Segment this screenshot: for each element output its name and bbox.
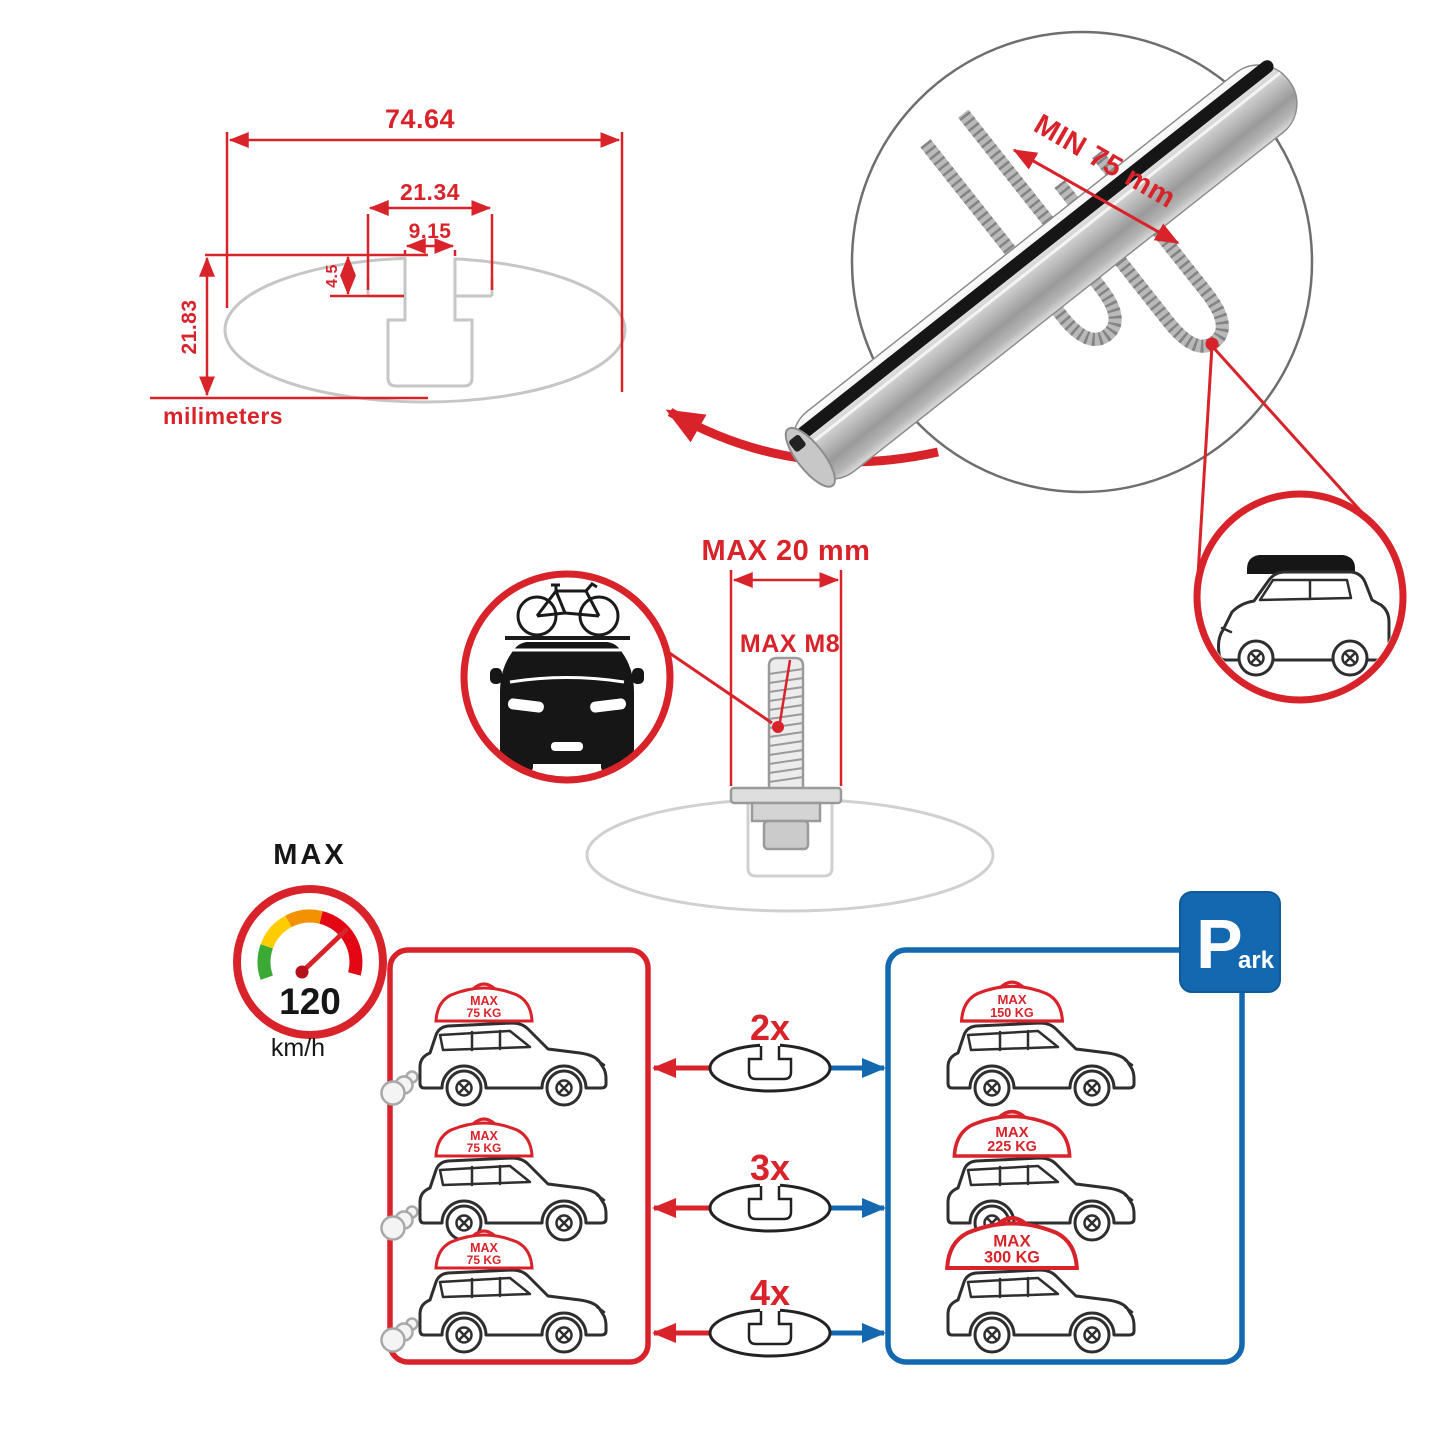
bag-max-label: MAX <box>993 1231 1031 1250</box>
bike-car-callout <box>460 570 674 784</box>
parking-sign: P ark <box>1179 891 1281 993</box>
bag-load-value: 75 KG <box>467 1141 502 1155</box>
ghost-channel <box>746 800 834 878</box>
max-width-label: MAX 20 mm <box>702 535 871 567</box>
callout-dot <box>1205 337 1219 351</box>
parked-car-row1: MAX 150 KG <box>948 980 1134 1105</box>
roof-bag: MAX 300 KG <box>947 1218 1077 1268</box>
crossbar-profile-icon <box>708 1040 832 1093</box>
multiplier-label: 4x <box>750 1272 790 1313</box>
needle-hub <box>295 965 309 979</box>
bolt-body <box>750 801 822 823</box>
bag-load-value: 75 KG <box>467 1006 502 1020</box>
dim-total-width: 74.64 <box>385 104 455 134</box>
bag-load-value: 300 KG <box>984 1249 1040 1267</box>
driving-car-row1: MAX 75 KG <box>380 982 607 1105</box>
speed-limit: MAX 120 km/h <box>233 839 387 1062</box>
bicycle-icon <box>516 582 620 637</box>
parked-car-row3: MAX 300 KG <box>947 1218 1134 1352</box>
roof-bag: MAX 75 KG <box>434 1117 534 1158</box>
speed-max-label: MAX <box>273 839 346 871</box>
multiplier-row-2: 3x <box>652 1147 886 1233</box>
dim-lip-height: 4.5 <box>324 264 341 288</box>
bag-load-value: 150 KG <box>990 1006 1034 1020</box>
roof-bag: MAX 150 KG <box>960 980 1064 1023</box>
callout-line-right <box>1210 344 1378 530</box>
units-label: milimeters <box>163 403 283 429</box>
speedometer-arc <box>257 909 363 980</box>
mirror-right <box>632 668 644 684</box>
driving-car-row2: MAX 75 KG <box>380 1117 607 1240</box>
thread-leader <box>778 659 792 723</box>
crossbar-cross-section-diagram: 74.64 21.34 9.15 4.5 21.83 milimeters <box>150 104 939 467</box>
roof-bag: MAX 75 KG <box>434 1229 534 1270</box>
car-front-silhouette <box>500 642 634 764</box>
parking-suffix: ark <box>1238 947 1275 974</box>
parking-sign-board <box>1179 891 1281 993</box>
bike-circle-connector <box>667 650 773 725</box>
multiplier-label: 2x <box>750 1007 790 1048</box>
roof-bag: MAX 75 KG <box>434 982 534 1023</box>
profile-slot-shoulders <box>366 278 494 298</box>
parked-car-row2: MAX 225 KG <box>948 1109 1134 1240</box>
bike-circle-ring <box>460 570 674 784</box>
bolt-spec: MAX 20 mm MAX M8 <box>460 535 995 913</box>
roof-cargo-box <box>1247 555 1355 574</box>
bolt-t-nut <box>762 819 810 851</box>
bolt-callout-dot <box>772 721 784 733</box>
profile-t-slot <box>386 258 474 388</box>
bag-load-value: 225 KG <box>987 1139 1037 1155</box>
license-plate <box>551 742 583 751</box>
parking-letter: P <box>1196 905 1243 983</box>
callout-line-left <box>1195 345 1214 592</box>
mirror-left <box>490 668 502 684</box>
profile-ellipse <box>223 256 627 404</box>
dim-slot-opening-width: 9.15 <box>409 220 452 243</box>
max-thread-label: MAX M8 <box>740 630 840 658</box>
t-bolt <box>729 656 843 851</box>
crossbar-profile-icon <box>708 1305 832 1358</box>
multiplier-row-1: 2x <box>652 1007 886 1093</box>
min-span-arrow <box>1012 148 1180 245</box>
multiplier-label: 3x <box>750 1147 790 1188</box>
roof-bag: MAX 225 KG <box>952 1109 1072 1158</box>
bag-load-value: 75 KG <box>467 1253 502 1267</box>
bag-max-label: MAX <box>997 992 1026 1007</box>
speedometer-needle <box>299 927 349 975</box>
bolt-flange <box>729 786 843 805</box>
dim-total-height: 21.83 <box>178 299 201 354</box>
speed-value: 120 <box>279 981 341 1022</box>
bike-on-car <box>490 582 644 772</box>
bag-max-label: MAX <box>470 1241 498 1255</box>
load-comparison: MAX 75 KG MAX 75 KG MAX 75 KG <box>380 891 1281 1365</box>
driving-car-row3: MAX 75 KG <box>380 1229 607 1352</box>
crossbar-3d-view: MIN 75 mm <box>784 30 1407 704</box>
bag-max-label: MAX <box>470 1129 498 1143</box>
speed-units: km/h <box>271 1034 325 1062</box>
dim-slot-outer-width: 21.34 <box>400 179 460 205</box>
headlight-left <box>507 698 544 713</box>
roofbox-car-callout <box>1193 490 1407 704</box>
headlight-right <box>590 698 627 713</box>
crossbar-profile-icon <box>708 1180 832 1233</box>
u-bolt-left <box>920 109 1122 346</box>
bag-max-label: MAX <box>470 994 498 1008</box>
bag-max-label: MAX <box>995 1124 1028 1141</box>
multiplier-row-3: 4x <box>652 1272 886 1358</box>
roofbox-circle-ring <box>1193 490 1407 704</box>
